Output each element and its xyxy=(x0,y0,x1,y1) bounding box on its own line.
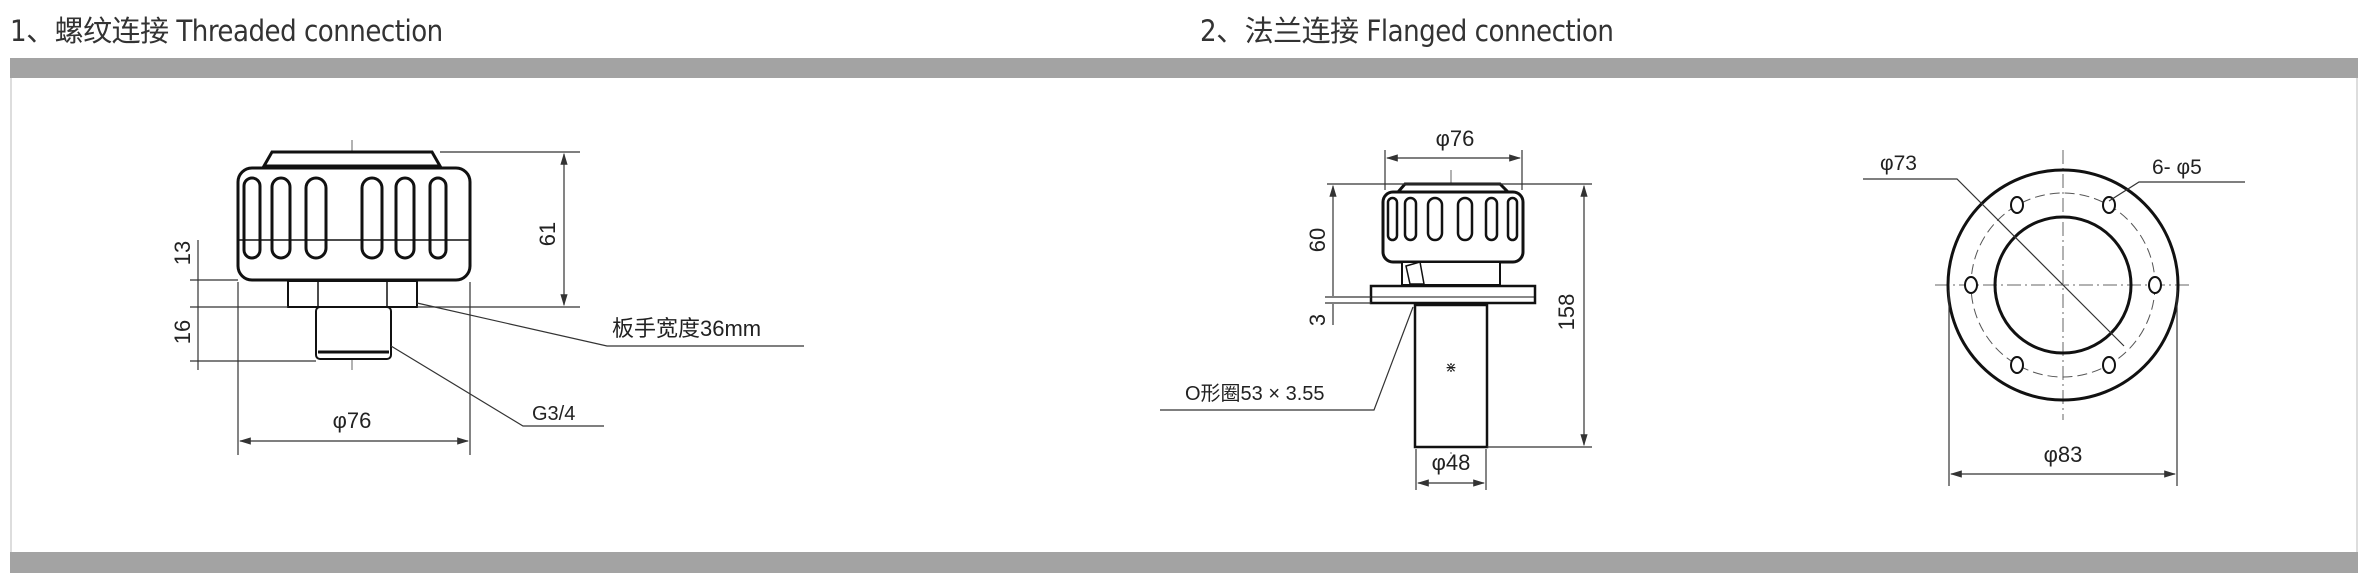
flanged-filter-drawing: ⋇ φ76 158 60 3 O形圈53 × 3.55 φ48 xyxy=(1160,126,1592,490)
threaded-filter-drawing: 61 13 16 φ76 G3/4 板手宽度36mm xyxy=(170,140,804,455)
flange-plan-view: φ73 6- φ5 φ83 xyxy=(1863,150,2245,486)
dim-phi73: φ73 xyxy=(1880,152,1917,175)
weld-hatch xyxy=(1405,261,1425,285)
dim-16: 16 xyxy=(170,320,195,344)
dim-6-phi5: 6- φ5 xyxy=(2152,156,2202,179)
flange-bore xyxy=(1993,215,2133,355)
dim-phi83: φ83 xyxy=(2044,442,2083,467)
flange-outer-circle xyxy=(1946,168,2180,402)
dim-60: 60 xyxy=(1305,228,1330,252)
cap-top xyxy=(261,150,443,168)
threaded-pipe xyxy=(315,306,392,360)
oring-label: O形圈53 × 3.55 xyxy=(1185,382,1325,405)
hex-nut xyxy=(287,280,418,308)
thread-label: G3/4 xyxy=(532,403,575,425)
mesh-icon: ⋇ xyxy=(1445,359,1457,375)
filter-tube xyxy=(1413,303,1489,449)
dim-61: 61 xyxy=(535,222,560,246)
dim-phi76: φ76 xyxy=(333,408,372,433)
dim-158: 158 xyxy=(1554,294,1579,331)
footer-divider-bar xyxy=(10,552,2358,573)
dim-13: 13 xyxy=(170,241,195,265)
flange-plate xyxy=(1369,284,1537,305)
header-divider-bar xyxy=(10,58,2358,78)
dim-top-phi76: φ76 xyxy=(1436,126,1475,151)
wrench-width-label: 板手宽度36mm xyxy=(612,316,761,341)
title-flanged: 2、法兰连接 Flanged connection xyxy=(1200,14,1614,48)
dim-3: 3 xyxy=(1305,314,1330,326)
title-threaded: 1、螺纹连接 Threaded connection xyxy=(10,14,443,48)
dim-phi48: φ48 xyxy=(1432,450,1471,475)
bolt-holes xyxy=(1964,196,2162,374)
drawing-panel xyxy=(10,78,2358,552)
